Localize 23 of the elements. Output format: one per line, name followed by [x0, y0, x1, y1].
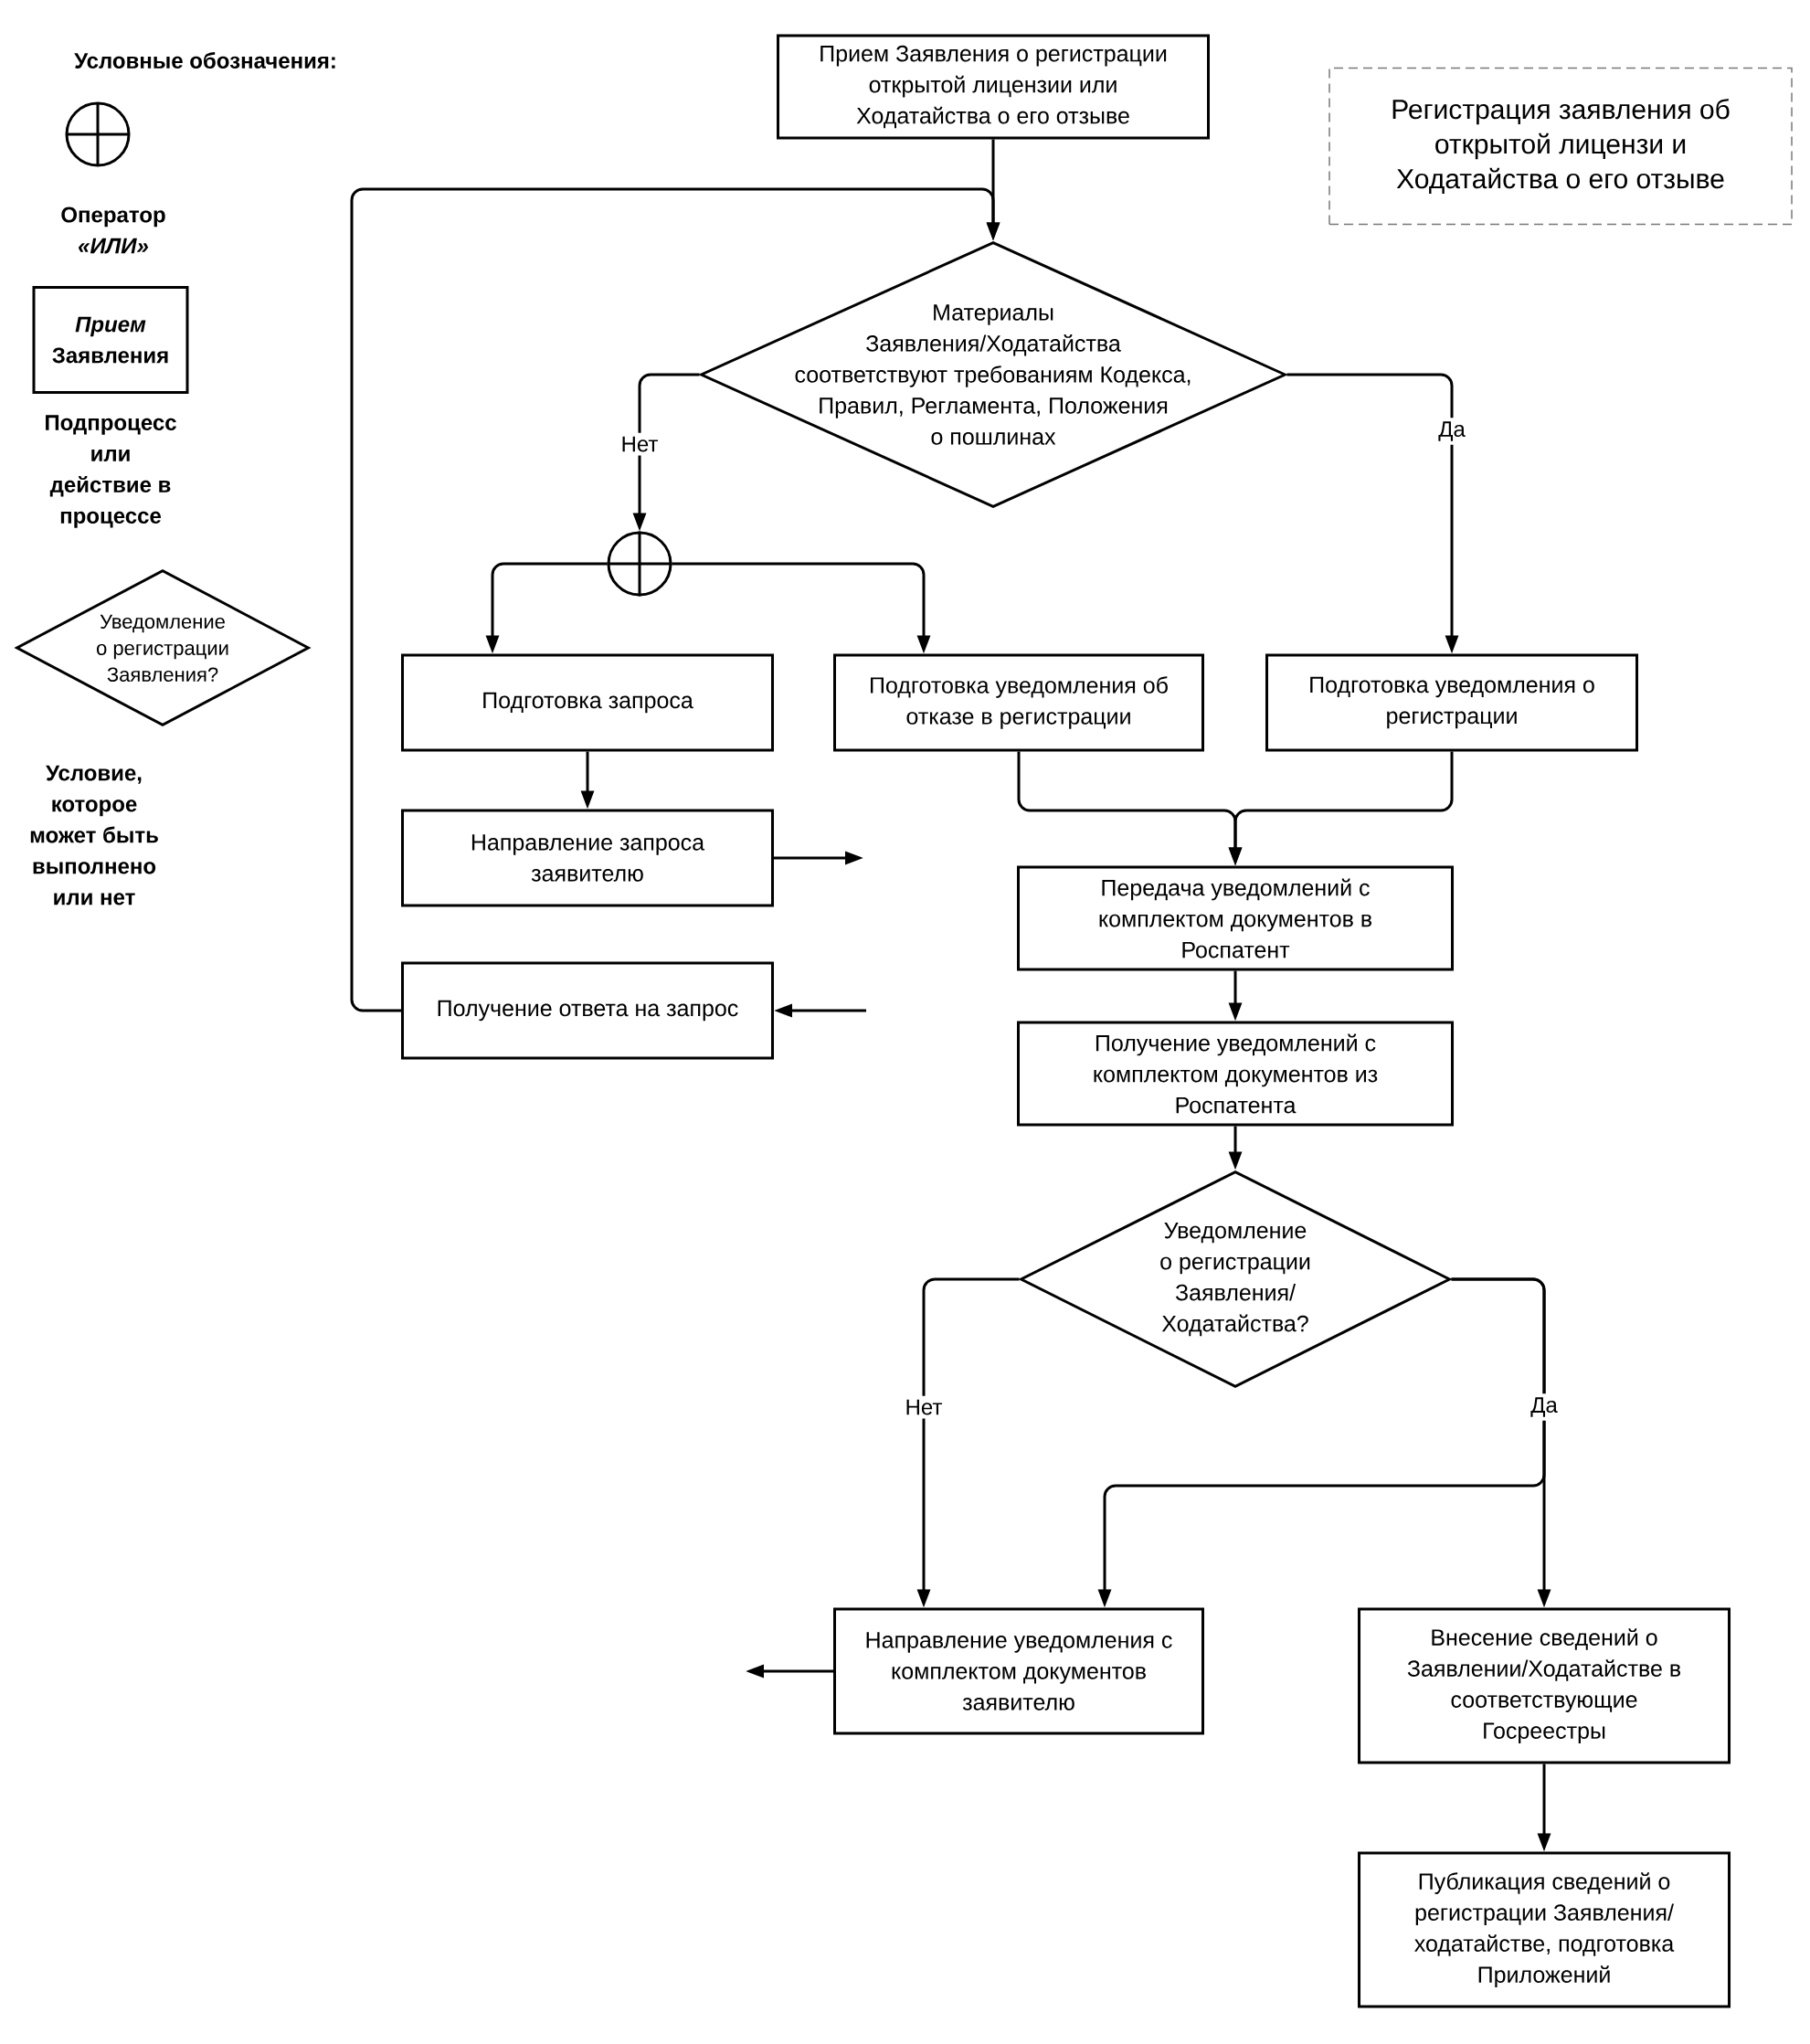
legend-heading: Условные обозначения: — [74, 52, 335, 69]
edge-label: Нет — [901, 1395, 947, 1419]
process-box: Направление запроса заявителю — [401, 809, 774, 907]
process-box: Получение ответа на запрос — [401, 961, 774, 1060]
process-box: Подготовка запроса — [401, 653, 774, 752]
process-box: Подготовка уведомления об отказе в регистрации — [833, 653, 1204, 752]
arrow — [350, 187, 1000, 1012]
legend-label: Подпроцесс или действие в процессе — [46, 415, 176, 528]
legend-label: Оператор «ИЛИ» — [61, 207, 165, 254]
process-box: Передача уведомлений с комплектом документов в Роспатент — [1017, 865, 1454, 971]
edge-label: Нет — [617, 432, 662, 456]
edge-label: Да — [1434, 418, 1469, 445]
process-box: Прием Заявления — [32, 286, 189, 394]
process-box: Получение уведомлений с комплектом документов из Роспатента — [1017, 1021, 1454, 1127]
title: Регистрация заявления об открытой лицензи и Ходатайства о его отзыве — [1328, 67, 1793, 226]
process-box: Подготовка уведомления о регистрации — [1265, 653, 1638, 752]
legend-label: Условие, которое может быть выполнено или нет — [30, 765, 158, 906]
process-box: Публикация сведений о регистрации Заявления/ ходатайстве, подготовка Приложений — [1358, 1851, 1731, 2008]
process-box: Направление уведомления с комплектом документов заявителю — [833, 1607, 1204, 1735]
or-operator-symbol — [607, 531, 672, 597]
process-box: Внесение сведений о Заявлении/Ходатайстве в соответствующие Госреестры — [1358, 1607, 1731, 1764]
edge-label: Да — [1527, 1393, 1561, 1421]
process-box: Прием Заявления о регистрации открытой лицензии или Ходатайства о его отзыве — [777, 34, 1210, 140]
